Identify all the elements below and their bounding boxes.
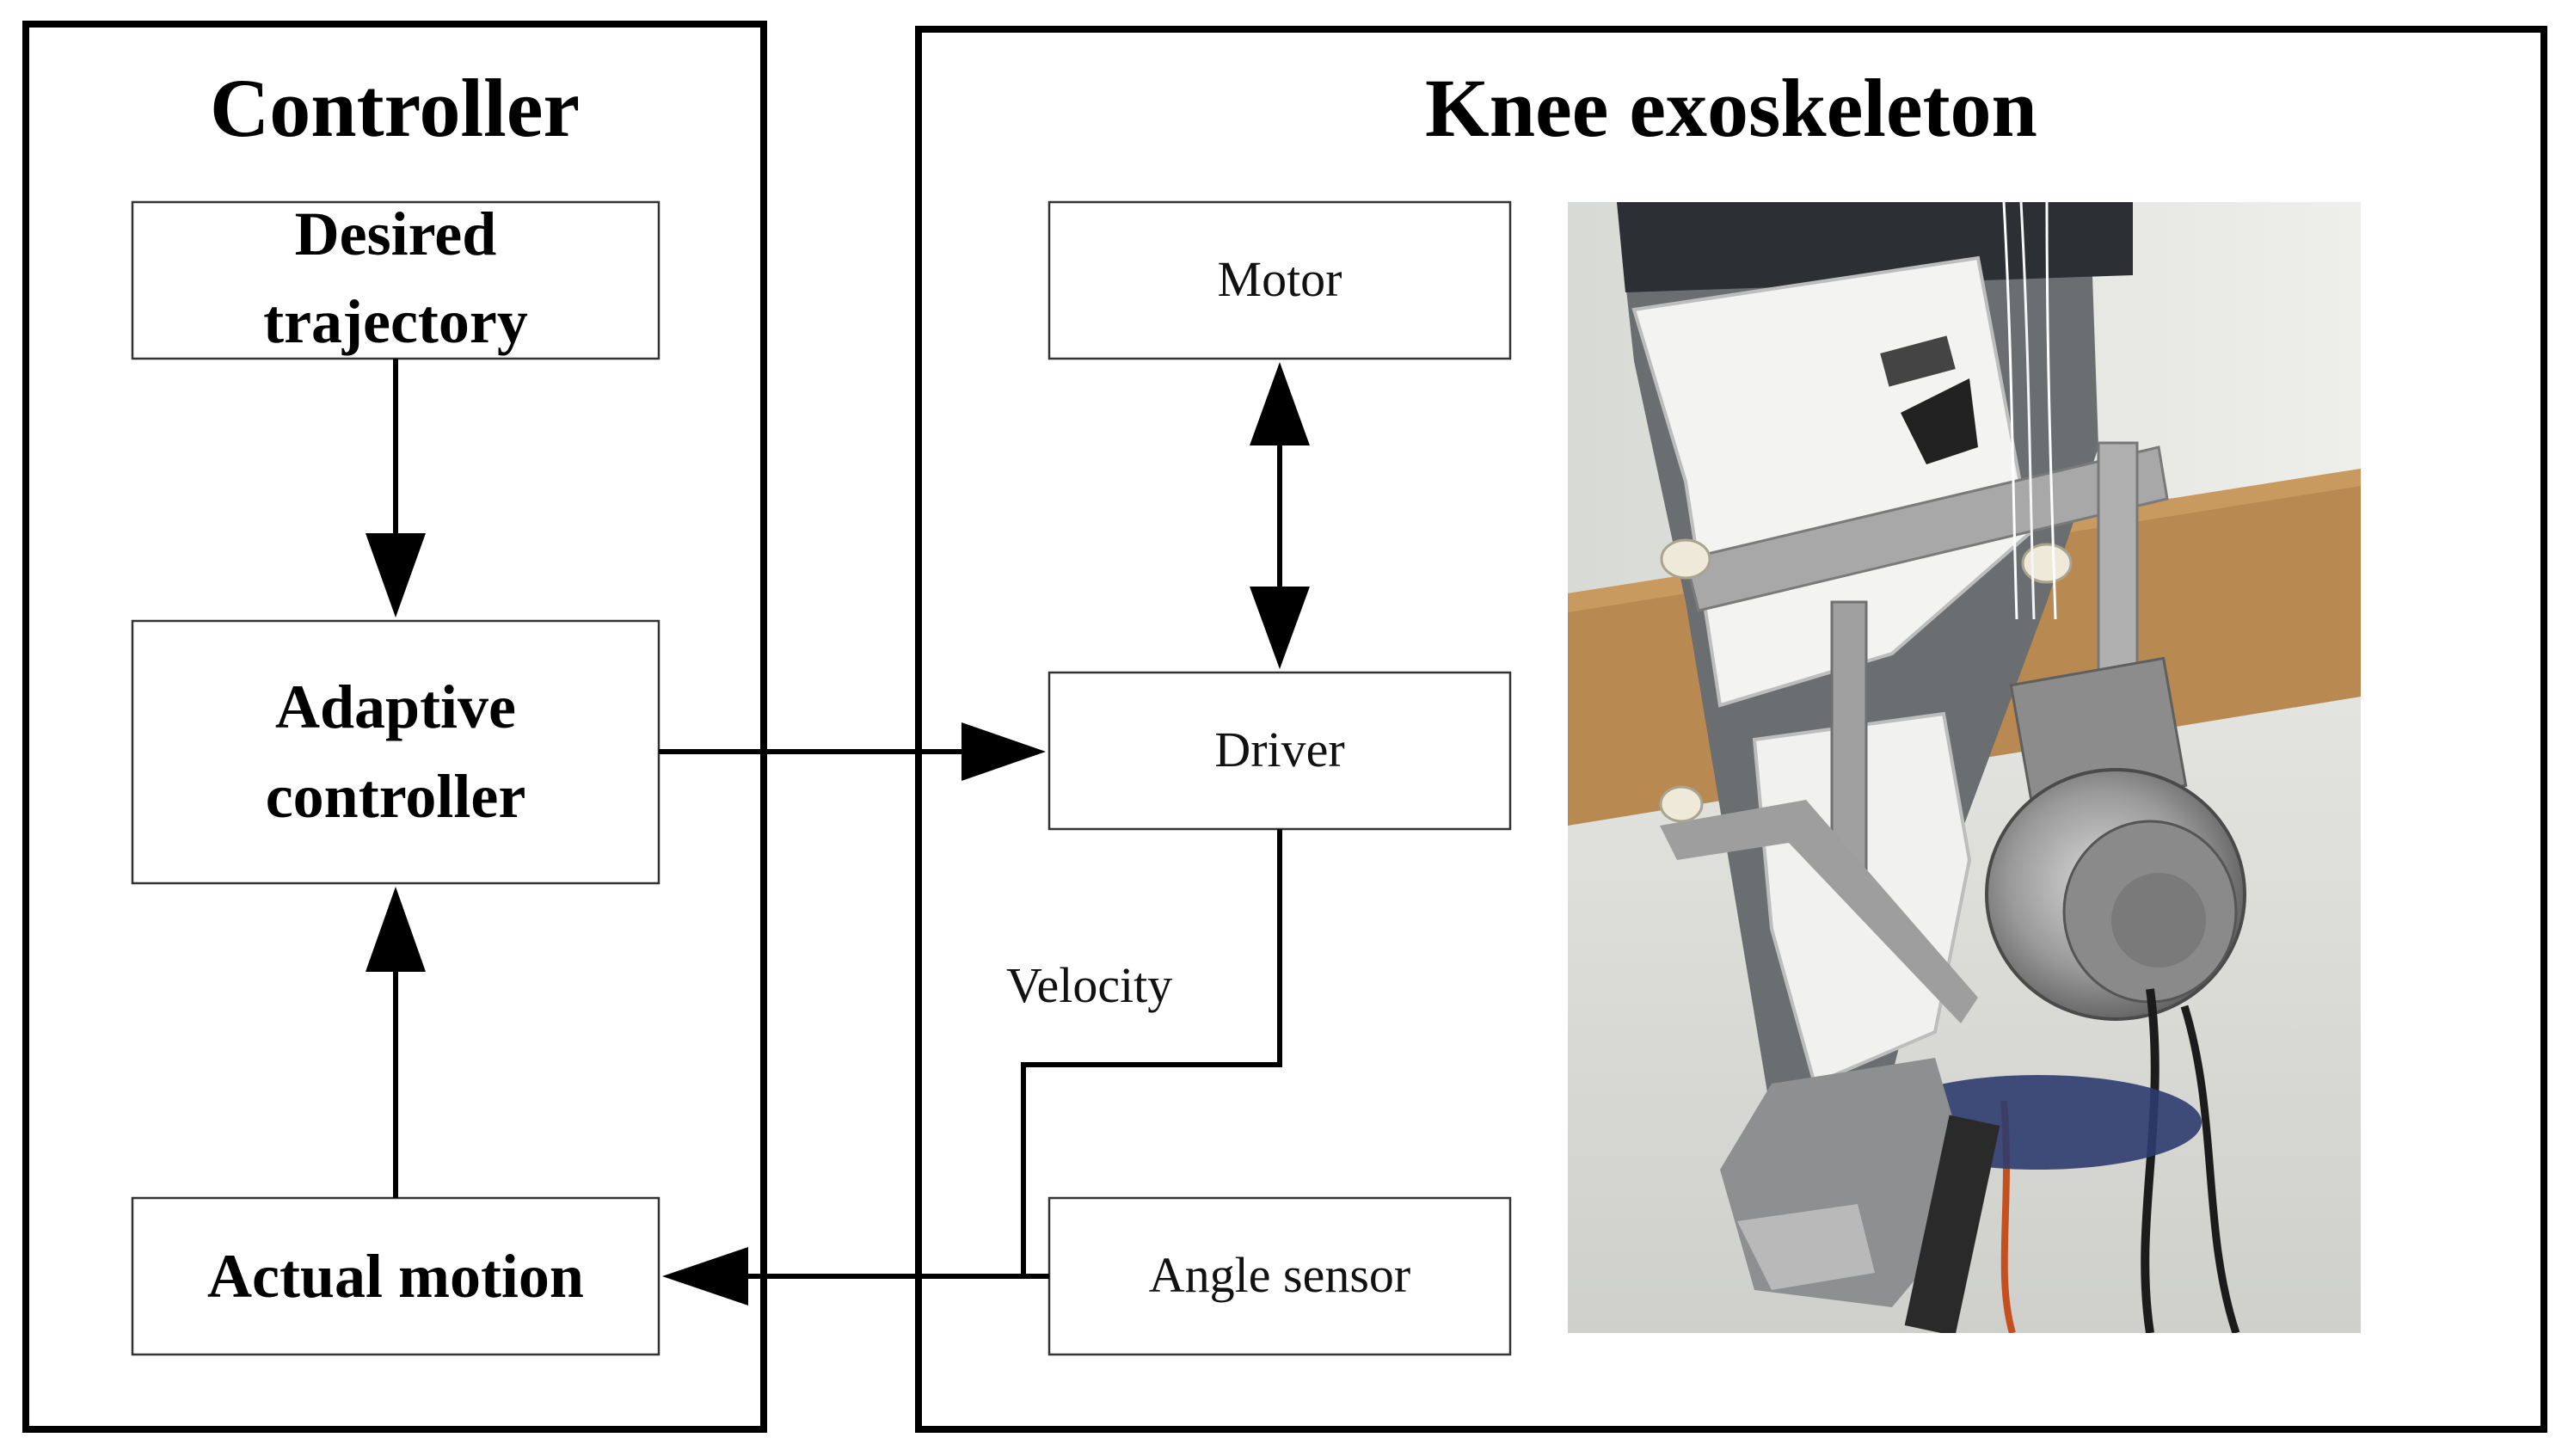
motor-box	[1047, 200, 1512, 360]
desired-trajectory-label-line1: Desired	[295, 200, 497, 268]
desired-trajectory-box	[131, 200, 660, 360]
controller-title: Controller	[210, 62, 580, 154]
actual-motion-label: Actual motion	[207, 1242, 584, 1311]
angle-to-actual-arrowhead	[662, 1247, 748, 1305]
driver-box	[1047, 671, 1512, 831]
knee-exoskeleton-title: Knee exoskeleton	[1425, 62, 2037, 154]
velocity-label: Velocity	[1006, 957, 1172, 1013]
actual-to-adaptive-arrowhead	[366, 887, 426, 972]
adaptive-controller-label-line2: controller	[266, 762, 526, 831]
velocity-path	[1021, 829, 1282, 1276]
actual-motion-box	[131, 1196, 660, 1356]
desired-trajectory-label-line2: trajectory	[263, 287, 528, 356]
desired-to-adaptive-arrowhead	[366, 533, 426, 617]
motor-driver-arrowhead-up	[1250, 362, 1310, 445]
angle-sensor-box	[1047, 1196, 1512, 1356]
adaptive-to-driver-arrowhead	[961, 722, 1046, 781]
knee-exoskeleton-photo	[1568, 202, 2361, 1333]
motor-label: Motor	[1218, 251, 1342, 307]
motor-driver-arrowhead-down	[1250, 587, 1310, 669]
driver-label: Driver	[1214, 722, 1344, 777]
adaptive-controller-label-line1: Adaptive	[275, 673, 516, 741]
adaptive-controller-box	[131, 619, 660, 885]
angle-sensor-label: Angle sensor	[1149, 1247, 1410, 1303]
